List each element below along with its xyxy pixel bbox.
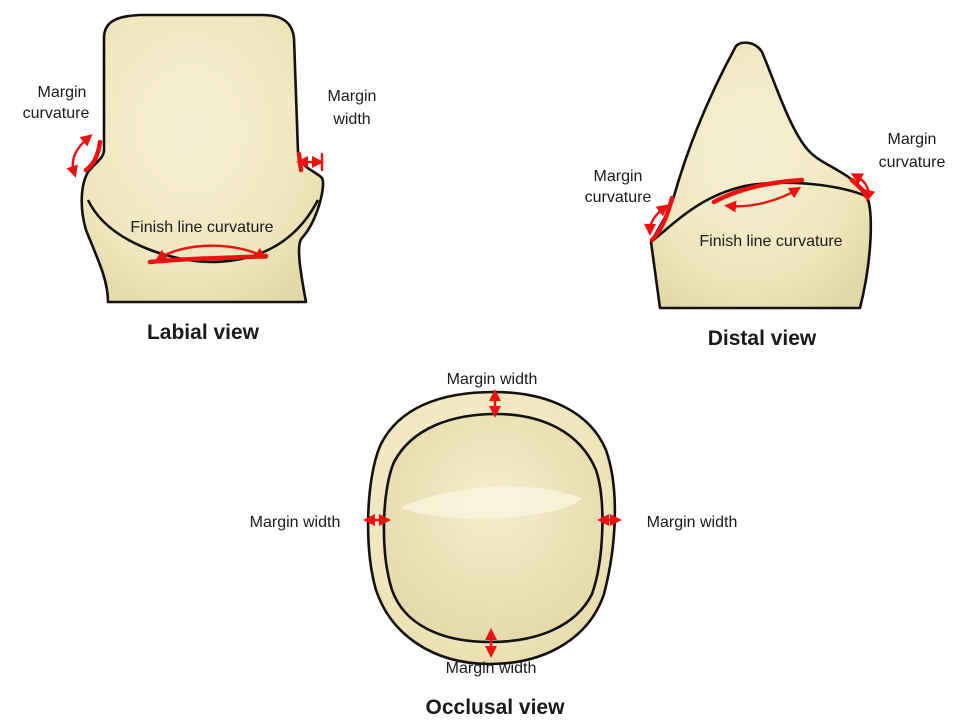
- occlusal-right-label: Margin width: [647, 514, 738, 531]
- labial-margin-width-label-2: width: [332, 111, 370, 128]
- occlusal-view: Margin width Margin width Margin width M…: [250, 371, 738, 719]
- occlusal-inner-outline: [384, 414, 602, 642]
- occlusal-bottom-label: Margin width: [446, 660, 537, 677]
- occlusal-view-title: Occlusal view: [426, 696, 566, 719]
- distal-tooth-body: [651, 43, 871, 308]
- distal-left-curvature-label-2: curvature: [585, 189, 652, 206]
- distal-right-curvature-label-1: Margin: [888, 131, 937, 148]
- distal-finish-line-label: Finish line curvature: [699, 233, 842, 250]
- labial-margin-curvature-label-2: curvature: [23, 105, 90, 122]
- labial-margin-curvature-label-1: Margin: [38, 84, 87, 101]
- labial-view-title: Labial view: [147, 321, 260, 344]
- distal-view-title: Distal view: [708, 327, 817, 350]
- occlusal-left-label: Margin width: [250, 514, 341, 531]
- distal-right-curvature-label-2: curvature: [879, 154, 946, 171]
- labial-margin-width-label-1: Margin: [328, 88, 377, 105]
- labial-view: Margin curvature Margin width Finish lin…: [23, 15, 377, 344]
- labial-finish-line-label: Finish line curvature: [130, 219, 273, 236]
- distal-view: Margin curvature Margin curvature Finish…: [585, 43, 946, 350]
- distal-left-curvature-label-1: Margin: [594, 168, 643, 185]
- labial-margin-curvature-arrow: [73, 138, 88, 172]
- occlusal-top-label: Margin width: [447, 371, 538, 388]
- labial-margin-width-mark: [299, 154, 301, 170]
